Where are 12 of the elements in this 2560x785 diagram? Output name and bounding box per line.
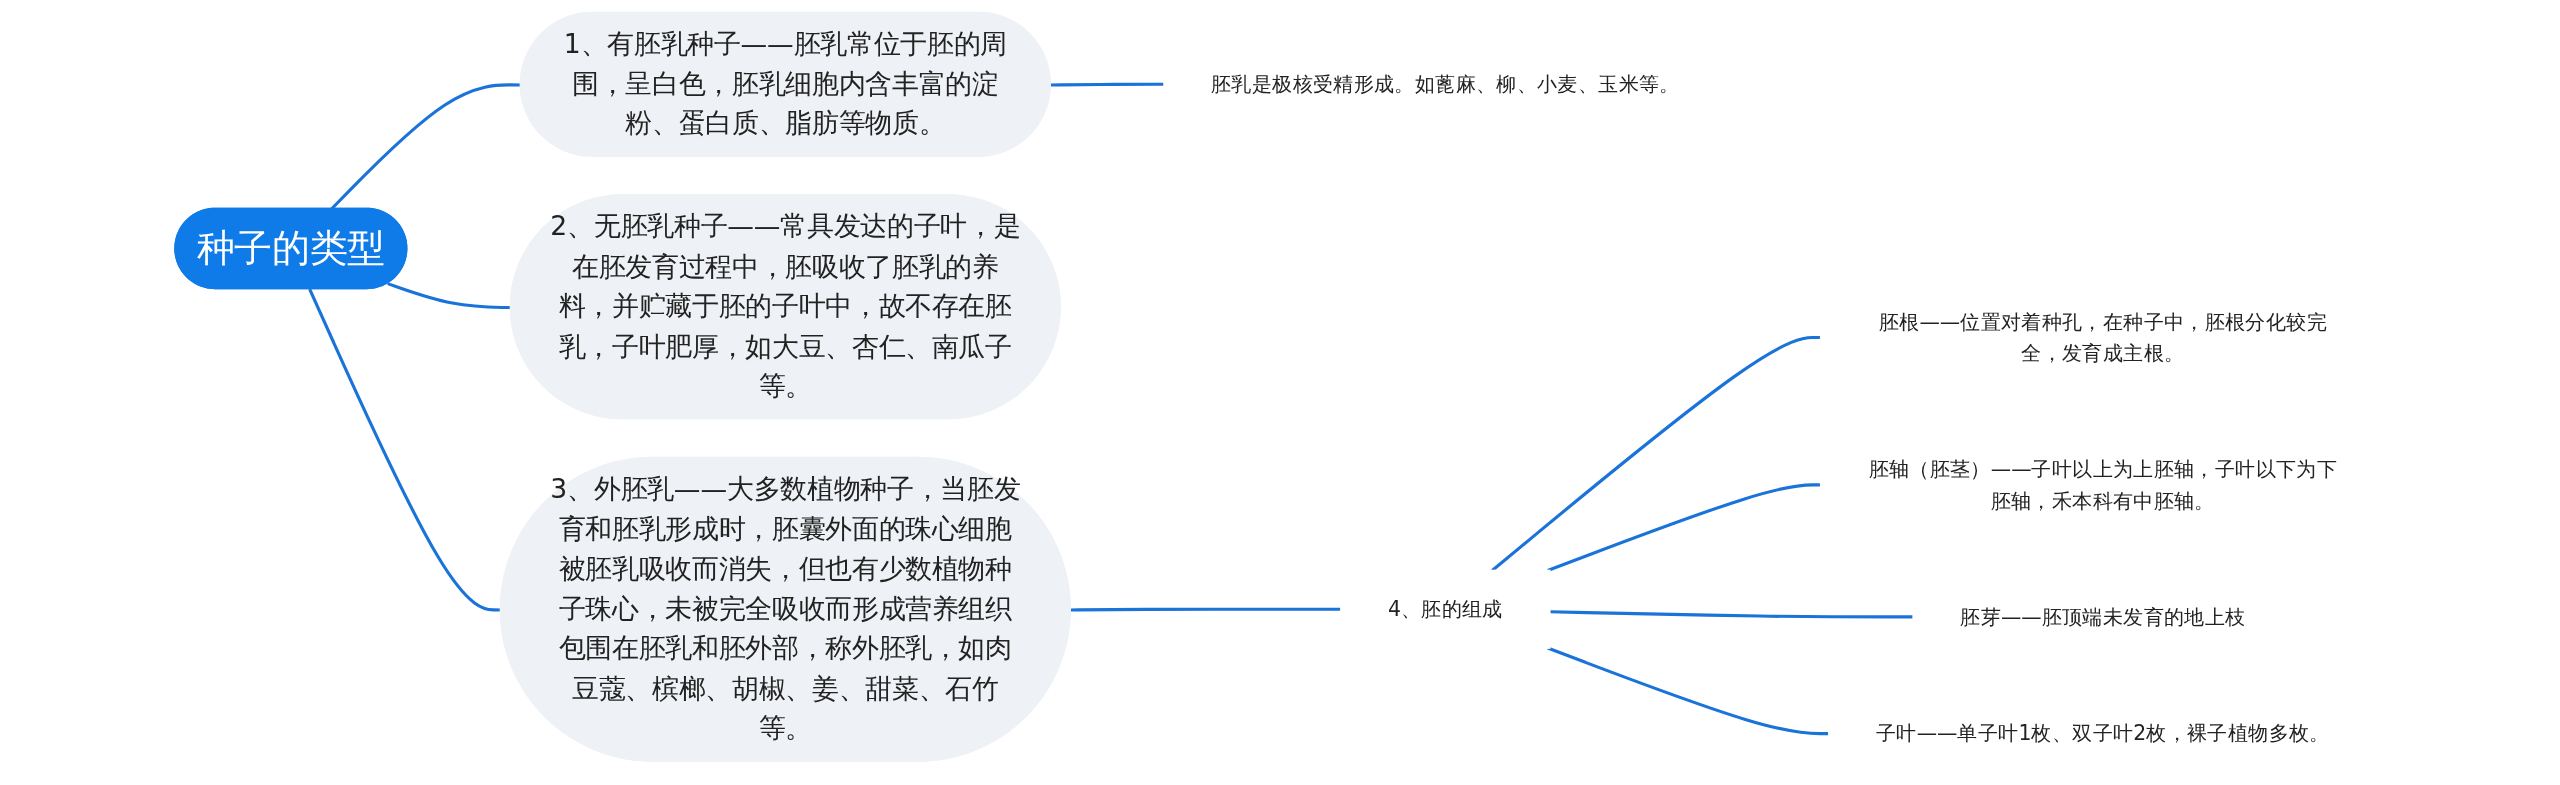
- node-text: 子叶——单子叶1枚、双子叶2枚，裸子植物多枚。: [1875, 721, 2330, 746]
- node-text: 4、胚的组成: [1387, 597, 1503, 621]
- node-text: 胚轴（胚茎）——子叶以上为上胚轴，子叶以下为下胚轴，禾本科有中胚轴。: [1868, 457, 2338, 512]
- connector: [1549, 610, 1914, 619]
- connector: [1547, 483, 1821, 572]
- node-text: 胚芽——胚顶端未发育的地上枝: [1960, 604, 2246, 629]
- node-text: 胚根——位置对着种孔，在种子中，胚根分化较完全，发育成主根。: [1878, 310, 2327, 365]
- connector: [1070, 607, 1341, 612]
- node-text: 胚乳是极核受精形成。如蓖麻、柳、小麦、玉米等。: [1211, 72, 1680, 96]
- connector: [1547, 646, 1829, 736]
- connector: [1050, 82, 1164, 87]
- connector: [1491, 336, 1821, 572]
